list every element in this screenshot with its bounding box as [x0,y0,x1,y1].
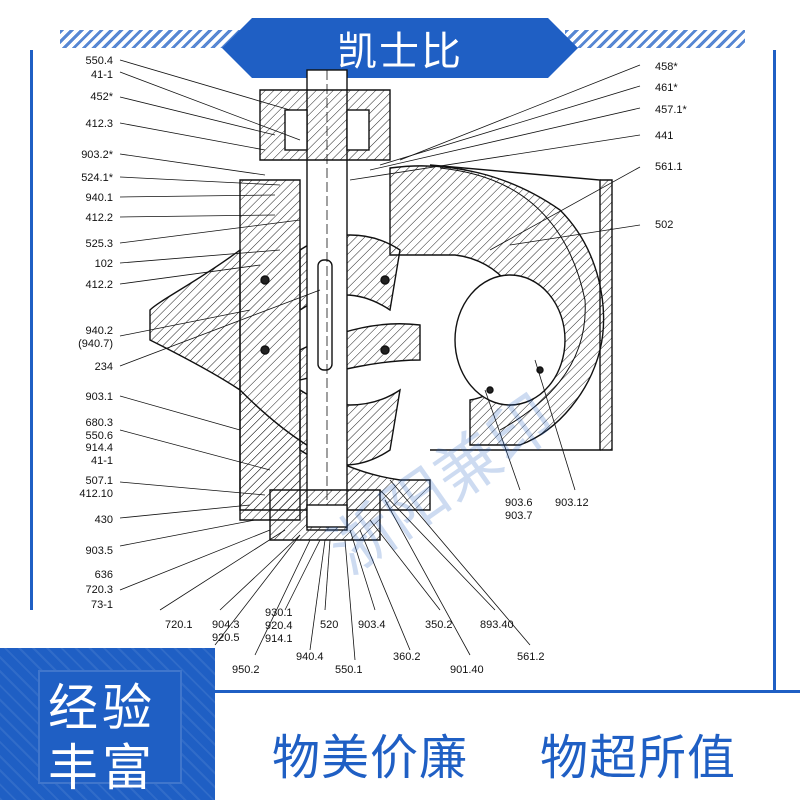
right-frame-line [773,50,776,690]
part-label: 903.4 [358,619,386,631]
part-label: 561.2 [517,651,545,663]
badge-text-line1: 经验 [48,679,156,737]
part-label: 904.3 [212,619,240,631]
title-banner: 凯士比 [222,18,578,78]
badge-frame [38,670,182,784]
left-frame-line [30,50,33,610]
part-label: 41-1 [91,455,113,467]
part-label: 452* [90,91,113,103]
part-label: 412.2 [85,212,113,224]
part-label: 903.2* [81,149,114,161]
badge-text-line2: 丰富 [48,739,156,797]
part-label: 920.4 [265,620,293,632]
slogan-1: 物美价廉 [272,730,469,786]
part-label: 360.2 [393,651,421,663]
part-label: 524.1* [81,172,114,184]
banner-stripes-right [565,30,745,48]
part-label: 525.3 [85,238,113,250]
labels-right: 458* 461* 457.1* 441 561.1 502 903.6 903… [505,61,688,522]
part-label: (940.7) [78,338,113,350]
part-label: 550.6 [85,430,113,442]
part-label: 903.12 [555,497,589,509]
part-label: 903.1 [85,391,113,403]
part-label: 940.4 [296,651,324,663]
part-label: 903.6 [505,497,533,509]
part-label: 940.1 [85,192,113,204]
pump-section-diagram: 550.4 41-1 452* 412.3 903.2* 524.1* 940.… [78,55,688,676]
banner-title: 凯士比 [337,29,463,75]
part-label: 720.1 [165,619,193,631]
part-label: 41-1 [91,69,113,81]
part-label: 903.5 [85,545,113,557]
part-label: 520 [320,619,338,631]
part-label: 930.1 [265,607,293,619]
part-label: 903.7 [505,510,533,522]
part-label: 350.2 [425,619,453,631]
part-label: 940.2 [85,325,113,337]
part-label: 550.4 [85,55,113,67]
part-label: 914.4 [85,442,113,454]
banner-stripes-left [60,30,260,48]
part-label: 680.3 [85,417,113,429]
part-label: 73-1 [91,599,113,611]
labels-bottom: 720.1 904.3 920.5 930.1 920.4 914.1 520 … [165,607,545,676]
part-label: 636 [95,569,113,581]
part-label: 920.5 [212,632,240,644]
part-label: 502 [655,219,673,231]
part-label: 412.3 [85,118,113,130]
part-label: 457.1* [655,104,688,116]
part-label: 234 [95,361,113,373]
part-label: 507.1 [85,475,113,487]
pump-body [149,69,613,541]
bottom-divider [215,690,800,693]
labels-left: 550.4 41-1 452* 412.3 903.2* 524.1* 940.… [78,55,114,611]
part-label: 950.2 [232,664,260,676]
part-label: 893.40 [480,619,514,631]
experience-badge [0,648,215,800]
part-label: 901.40 [450,664,484,676]
part-label: 412.2 [85,279,113,291]
part-label: 550.1 [335,664,363,676]
part-label: 102 [95,258,113,270]
part-label: 458* [655,61,678,73]
part-label: 441 [655,130,673,142]
part-label: 720.3 [85,584,113,596]
part-label: 914.1 [265,633,293,645]
leader-lines [119,59,641,661]
slogan-2: 物超所值 [540,730,737,786]
part-label: 461* [655,82,678,94]
part-label: 412.10 [79,488,113,500]
part-label: 430 [95,514,113,526]
part-label: 561.1 [655,161,683,173]
